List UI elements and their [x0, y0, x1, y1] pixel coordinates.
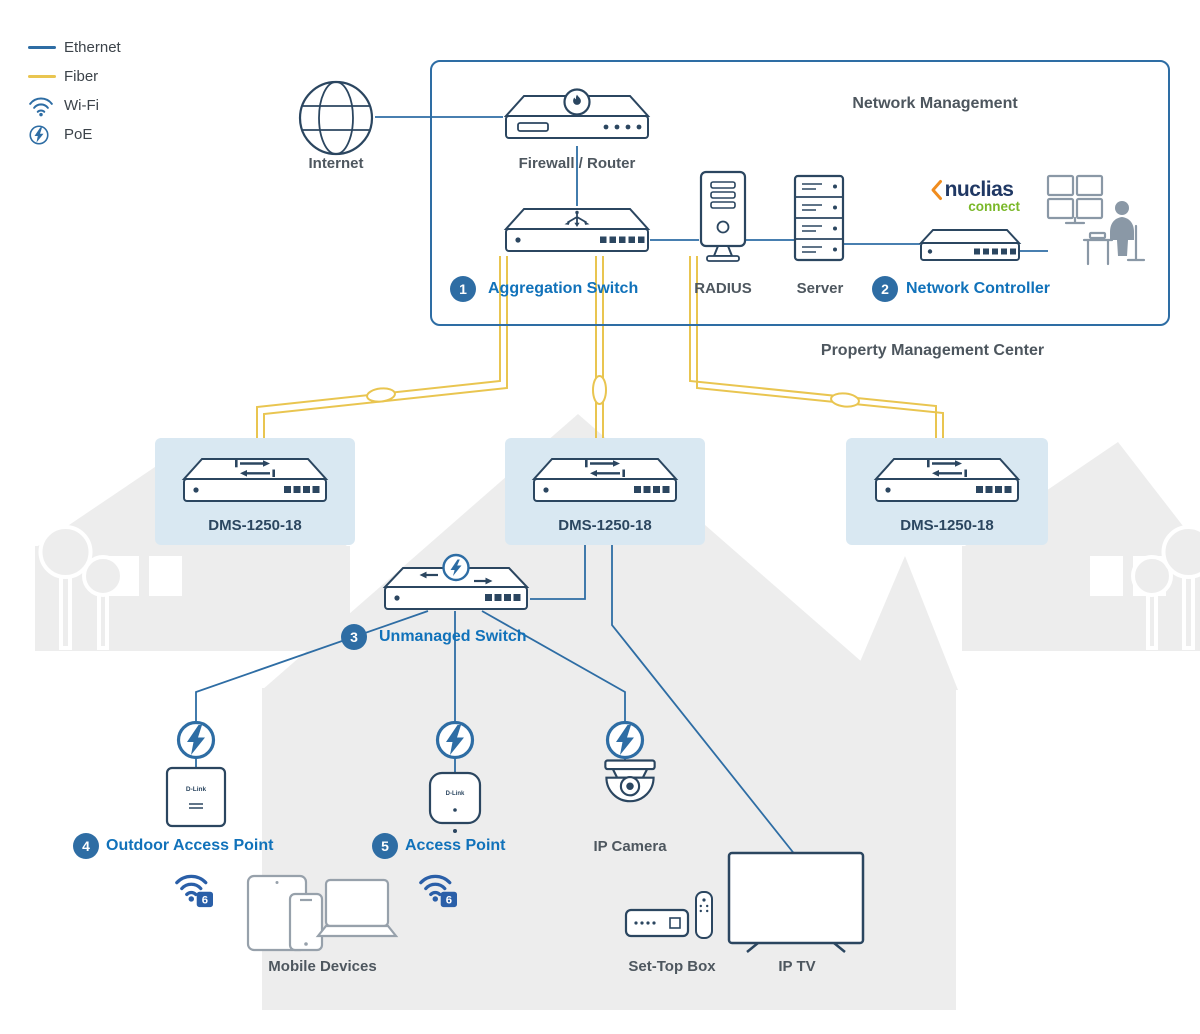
wifi6-badge: 6 — [202, 894, 208, 906]
ethernet-line-swatch — [28, 46, 56, 49]
dms-switch-panel-1: DMS-1250-18 — [155, 438, 355, 545]
window — [1090, 556, 1123, 596]
tree-icon — [1131, 525, 1200, 650]
step-badge-5: 5 — [372, 833, 398, 859]
mobile-devices-label: Mobile Devices — [268, 958, 377, 975]
fiber-right-a — [689, 256, 937, 441]
step-badge-1: 1 — [450, 276, 476, 302]
step-badge-3: 3 — [341, 624, 367, 650]
radius-label: RADIUS — [694, 280, 752, 297]
access-point-icon: D-Link — [428, 771, 482, 833]
wifi6-badge: 6 — [446, 894, 452, 906]
dms-switch-label: DMS-1250-18 — [558, 517, 652, 534]
nuclias-sub: connect — [968, 199, 1020, 214]
laptop-icon — [324, 878, 390, 928]
device-brand-text: D-Link — [186, 786, 207, 793]
wifi-icon — [29, 97, 53, 116]
fiber-slack-loops — [366, 375, 860, 408]
device-brand-text: D-Link — [446, 791, 465, 797]
step-badge-2: 2 — [872, 276, 898, 302]
wifi6-icon: 6 — [419, 874, 457, 908]
unmanaged-switch-icon — [382, 553, 530, 610]
network-management-title: Network Management — [852, 95, 1018, 112]
dms-switch-label: DMS-1250-18 — [900, 517, 994, 534]
switching-arrows-icon — [585, 459, 625, 477]
legend-item-fiber: Fiber — [28, 62, 121, 91]
legend-label-ethernet: Ethernet — [64, 39, 121, 56]
nuclias-logo: nuclias connect — [922, 178, 1022, 214]
set-top-box-label: Set-Top Box — [628, 958, 716, 975]
phone-icon — [288, 892, 324, 952]
access-point-label: Access Point — [405, 837, 506, 854]
ip-tv-label: IP TV — [778, 958, 816, 975]
operator-person — [1110, 201, 1134, 256]
dms-switch-icon — [181, 458, 329, 502]
unmanaged-switch-label: Unmanaged Switch — [379, 628, 527, 645]
legend-label-wifi: Wi-Fi — [64, 97, 99, 114]
network-controller-icon — [918, 229, 1022, 261]
internet-globe-icon — [298, 80, 374, 156]
window — [149, 556, 182, 596]
poe-icon — [176, 720, 216, 760]
legend: Ethernet Fiber Wi-Fi — [28, 33, 121, 149]
line-dms2-unmanaged — [530, 545, 586, 600]
server-icon — [793, 174, 845, 262]
aggregation-switch-label: Aggregation Switch — [488, 280, 639, 297]
legend-label-poe: PoE — [64, 126, 93, 143]
line-dms2-iptv — [611, 545, 797, 857]
poe-icon — [435, 720, 475, 760]
step-badge-4: 4 — [73, 833, 99, 859]
wifi6-icon: 6 — [175, 874, 213, 908]
remote-control-icon — [695, 891, 713, 939]
dms-switch-panel-3: DMS-1250-18 — [846, 438, 1048, 545]
network-management-box — [430, 60, 1170, 326]
aggregation-arrows-icon — [564, 210, 590, 227]
legend-item-poe: PoE — [28, 120, 121, 149]
ip-camera-icon — [604, 759, 656, 803]
poe-icon — [29, 124, 49, 145]
legend-label-fiber: Fiber — [64, 68, 99, 85]
switching-arrows-icon — [927, 459, 967, 477]
dms-switch-panel-2: DMS-1250-18 — [505, 438, 705, 545]
radius-server-icon — [699, 170, 747, 262]
firewall-router-icon — [503, 88, 651, 139]
ip-tv-icon — [727, 851, 865, 953]
ip-camera-label: IP Camera — [593, 838, 667, 855]
tree-icon — [38, 525, 124, 650]
legend-item-wifi: Wi-Fi — [28, 91, 121, 120]
dms-switch-icon — [873, 458, 1021, 502]
network-controller-label: Network Controller — [906, 280, 1051, 297]
poe-icon — [605, 720, 645, 760]
mobile-devices-icon — [246, 874, 399, 952]
switching-arrows-icon — [235, 459, 275, 477]
dms-switch-label: DMS-1250-18 — [208, 517, 302, 534]
firewall-label: Firewall / Router — [518, 155, 636, 172]
legend-item-ethernet: Ethernet — [28, 33, 121, 62]
property-management-center-label: Property Management Center — [820, 342, 1045, 359]
operator-workstation-graphic — [1046, 174, 1146, 266]
outdoor-access-point-label: Outdoor Access Point — [106, 837, 274, 854]
fiber-line-swatch — [28, 75, 56, 78]
set-top-box-icon — [624, 891, 713, 939]
aggregation-switch-icon — [503, 208, 651, 252]
nuclias-chevron-icon — [931, 180, 942, 200]
server-label: Server — [796, 280, 844, 297]
outdoor-access-point-icon: D-Link — [165, 766, 227, 828]
internet-label: Internet — [308, 155, 364, 172]
poe-icon — [442, 553, 470, 582]
dms-switch-icon — [531, 458, 679, 502]
nuclias-name: nuclias — [944, 178, 1014, 201]
fiber-right-b — [696, 256, 944, 441]
